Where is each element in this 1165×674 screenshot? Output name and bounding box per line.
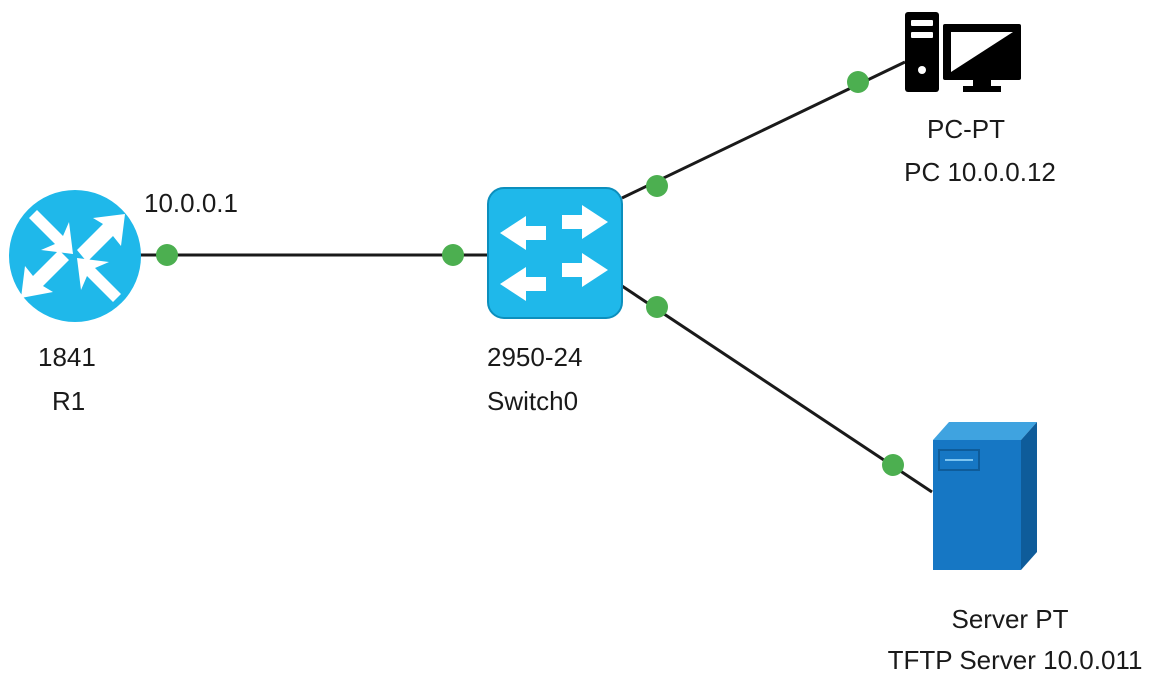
server-model-label: Server PT bbox=[951, 604, 1069, 634]
switch-icon[interactable] bbox=[486, 186, 624, 320]
switch-model-label: 2950-24 bbox=[487, 342, 583, 372]
switch-name-label: Switch0 bbox=[487, 386, 579, 416]
pc-name-label: PC 10.0.0.12 bbox=[904, 157, 1056, 187]
server-icon[interactable] bbox=[929, 420, 1039, 572]
router-name-label: R1 bbox=[52, 386, 86, 416]
router-interface-ip: 10.0.0.1 bbox=[144, 188, 238, 218]
router-icon[interactable] bbox=[7, 188, 143, 324]
pc-model-label: PC-PT bbox=[927, 114, 1005, 144]
router-model-label: 1841 bbox=[38, 342, 96, 372]
pc-icon[interactable] bbox=[903, 10, 1023, 94]
port-dot-switch-pc[interactable] bbox=[646, 175, 668, 197]
port-dot-switch-server[interactable] bbox=[646, 296, 668, 318]
port-dot-router[interactable] bbox=[156, 244, 178, 266]
port-dot-switch-router[interactable] bbox=[442, 244, 464, 266]
server-name-label: TFTP Server 10.0.011 bbox=[887, 645, 1143, 674]
port-dot-server[interactable] bbox=[882, 454, 904, 476]
link-switch-server bbox=[621, 284, 933, 494]
port-dot-pc[interactable] bbox=[847, 71, 869, 93]
